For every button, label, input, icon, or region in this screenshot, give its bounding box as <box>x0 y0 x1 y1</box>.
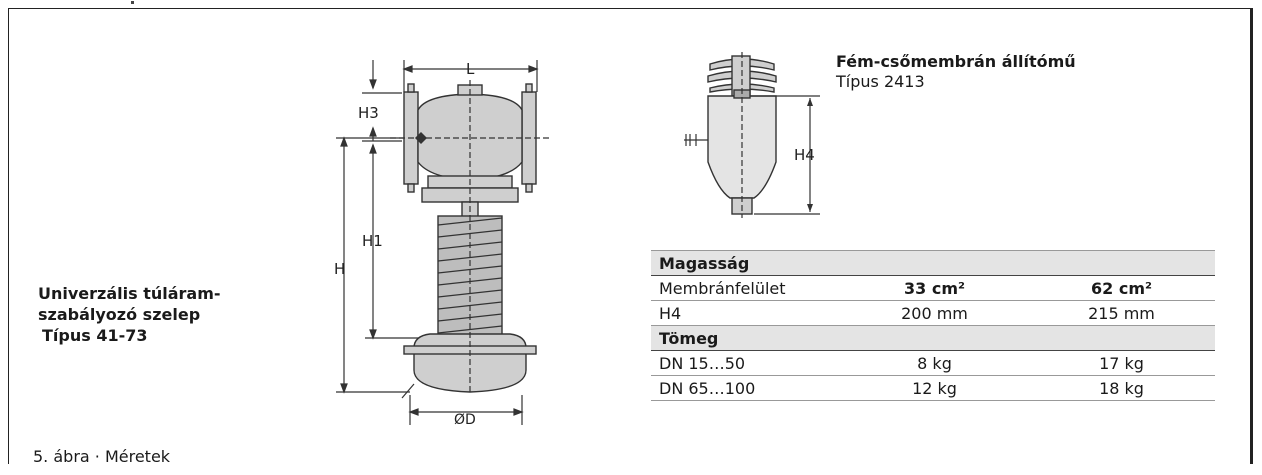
cell-value: 200 mm <box>841 300 1028 326</box>
table-row: DN 15…50 8 kg 17 kg <box>651 350 1215 376</box>
actuator-drawing: H4 <box>684 52 820 218</box>
section-row-weight: Tömeg <box>651 325 1215 351</box>
col-header-33: 33 cm² <box>841 275 1028 301</box>
table-row: DN 65…100 12 kg 18 kg <box>651 375 1215 401</box>
valve-caption-line2: szabályozó szelep <box>38 305 201 324</box>
cell-value: 18 kg <box>1028 375 1215 401</box>
row-label: Membránfelület <box>651 275 841 301</box>
valve-caption-line3: Típus 41-73 <box>42 326 148 345</box>
figure-frame <box>8 8 1253 464</box>
valve-caption: Univerzális túláram- szabályozó szelep T… <box>38 283 221 346</box>
dim-label-D: ØD <box>454 412 476 428</box>
cell-value: 12 kg <box>841 375 1028 401</box>
dim-label-H1: H1 <box>362 232 383 250</box>
cell-value: 215 mm <box>1028 300 1215 326</box>
section-row-height: Magasság <box>651 250 1215 276</box>
valve-drawing: L H3 H1 H ØD <box>334 60 550 428</box>
cell-value: 17 kg <box>1028 350 1215 376</box>
row-label: DN 65…100 <box>651 375 841 401</box>
section-title-weight: Tömeg <box>651 325 1215 351</box>
dim-label-H4: H4 <box>794 146 815 164</box>
spec-table: Magasság Membránfelület 33 cm² 62 cm² H4… <box>651 250 1215 401</box>
cell-value: 8 kg <box>841 350 1028 376</box>
figure-caption: 5. ábra · Méretek <box>33 447 171 466</box>
table-row: Membránfelület 33 cm² 62 cm² <box>651 275 1215 301</box>
dim-label-L: L <box>466 60 475 78</box>
dim-label-H3: H3 <box>358 104 379 122</box>
corner-mark <box>131 1 134 4</box>
col-header-62: 62 cm² <box>1028 275 1215 301</box>
section-title-height: Magasság <box>651 250 1215 276</box>
row-label: H4 <box>651 300 841 326</box>
dim-label-H: H <box>334 260 345 278</box>
table-row: H4 200 mm 215 mm <box>651 300 1215 326</box>
valve-caption-line1: Univerzális túláram- <box>38 284 221 303</box>
actuator-type: Típus 2413 <box>836 72 925 91</box>
actuator-title: Fém-csőmembrán állítómű <box>836 52 1076 71</box>
row-label: DN 15…50 <box>651 350 841 376</box>
